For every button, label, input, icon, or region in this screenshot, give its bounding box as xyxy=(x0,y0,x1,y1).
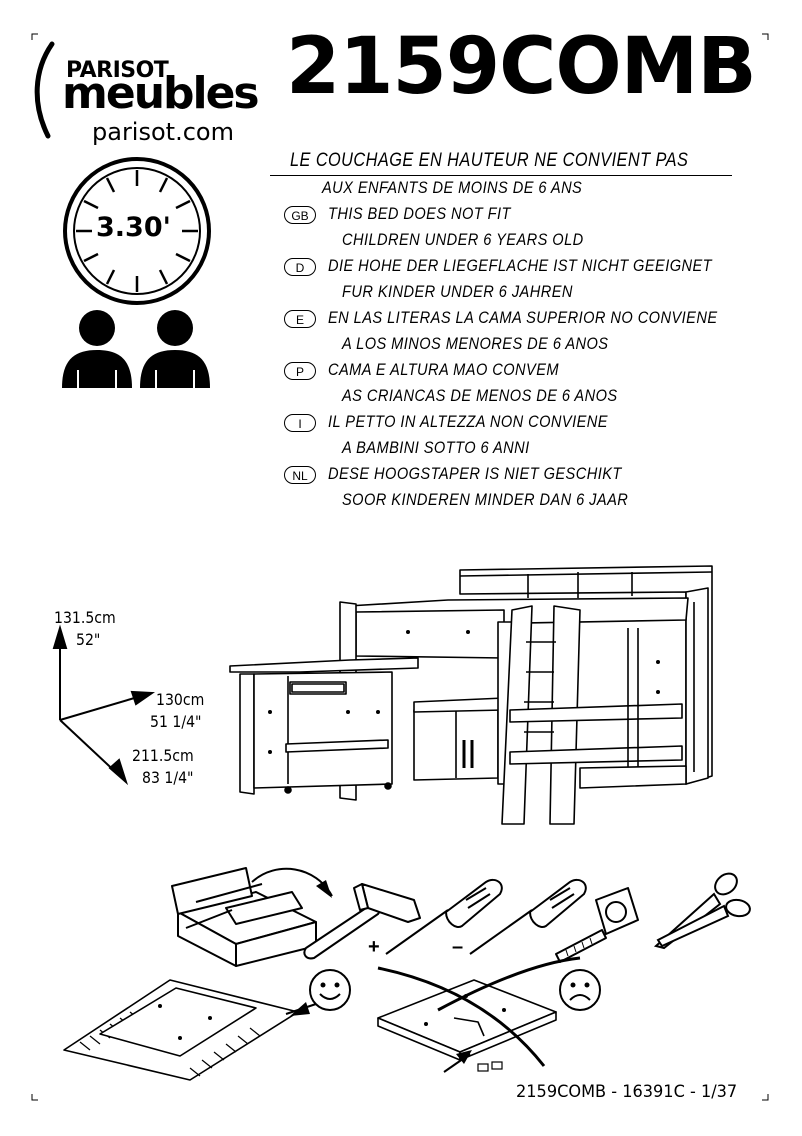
dim-height-metric: 131.5cm xyxy=(54,608,116,627)
dim-depth-metric: 130cm xyxy=(156,690,205,709)
phillips-screwdriver-icon xyxy=(385,878,503,955)
person-icon xyxy=(140,310,210,388)
warning-e-line2: A LOS MINOS MENORES DE 6 ANOS xyxy=(342,334,609,353)
floor-panel-incorrect xyxy=(377,956,581,1073)
brand-line1: PARISOT xyxy=(66,58,169,83)
clock-icon xyxy=(63,157,211,305)
assembly-time: 3.30' xyxy=(94,212,173,243)
dim-length-imperial: 83 1/4" xyxy=(142,768,194,787)
lang-badge-i: I xyxy=(284,414,316,432)
logo-arc xyxy=(34,41,55,139)
product-code: 2159COMB xyxy=(286,22,757,112)
phillips-mark: + xyxy=(368,936,380,958)
hammer-icon xyxy=(303,883,421,960)
lang-badge-gb: GB xyxy=(284,206,316,224)
warning-fr-line1: LE COUCHAGE EN HAUTEUR NE CONVIENT PAS xyxy=(290,150,689,171)
warning-gb-line2: CHILDREN UNDER 6 YEARS OLD xyxy=(342,230,584,249)
warning-p-line2: AS CRIANCAS DE MENOS DE 6 ANOS xyxy=(342,386,618,405)
dim-height-imperial: 52" xyxy=(76,630,101,649)
warning-nl-line2: SOOR KINDEREN MINDER DAN 6 JAAR xyxy=(342,490,629,509)
smiley-sad-icon xyxy=(559,969,601,1011)
lang-badge-d: D xyxy=(284,258,316,276)
toolbox-icon xyxy=(171,867,333,967)
warning-divider xyxy=(270,175,732,177)
scissors-icon xyxy=(653,872,751,950)
flat-screwdriver-icon xyxy=(469,878,587,955)
warning-d-line1: DIE HOHE DER LIEGEFLACHE IST NICHT GEEIG… xyxy=(328,256,713,275)
dim-length-metric: 211.5cm xyxy=(132,746,194,765)
warning-fr-line2: AUX ENFANTS DE MOINS DE 6 ANS xyxy=(322,178,583,197)
dimension-axes xyxy=(52,624,156,786)
lang-badge-p: P xyxy=(284,362,316,380)
lang-badge-nl: NL xyxy=(284,466,316,484)
brand-website: parisot.com xyxy=(92,118,234,146)
rug-panel-correct xyxy=(63,979,323,1081)
warning-i-line2: A BAMBINI SOTTO 6 ANNI xyxy=(342,438,530,457)
lang-badge-e: E xyxy=(284,310,316,328)
warning-nl-line1: DESE HOOGSTAPER IS NIET GESCHIKT xyxy=(328,464,622,483)
person-icon xyxy=(62,310,132,388)
warning-gb-line1: THIS BED DOES NOT FIT xyxy=(328,204,511,223)
footer-reference: 2159COMB - 16391C - 1/37 xyxy=(516,1082,738,1102)
warning-i-line1: IL PETTO IN ALTEZZA NON CONVIENE xyxy=(328,412,608,431)
smiley-happy-icon xyxy=(309,969,351,1011)
dim-depth-imperial: 51 1/4" xyxy=(150,712,202,731)
flat-mark: – xyxy=(452,936,464,958)
warning-e-line1: EN LAS LITERAS LA CAMA SUPERIOR NO CONVI… xyxy=(328,308,718,327)
tape-measure-icon xyxy=(555,887,639,963)
brand-line2: meubles xyxy=(62,68,260,119)
warning-p-line1: CAMA E ALTURA MAO CONVEM xyxy=(328,360,560,379)
warning-d-line2: FUR KINDER UNDER 6 JAHREN xyxy=(342,282,573,301)
bed-illustration xyxy=(229,565,713,825)
